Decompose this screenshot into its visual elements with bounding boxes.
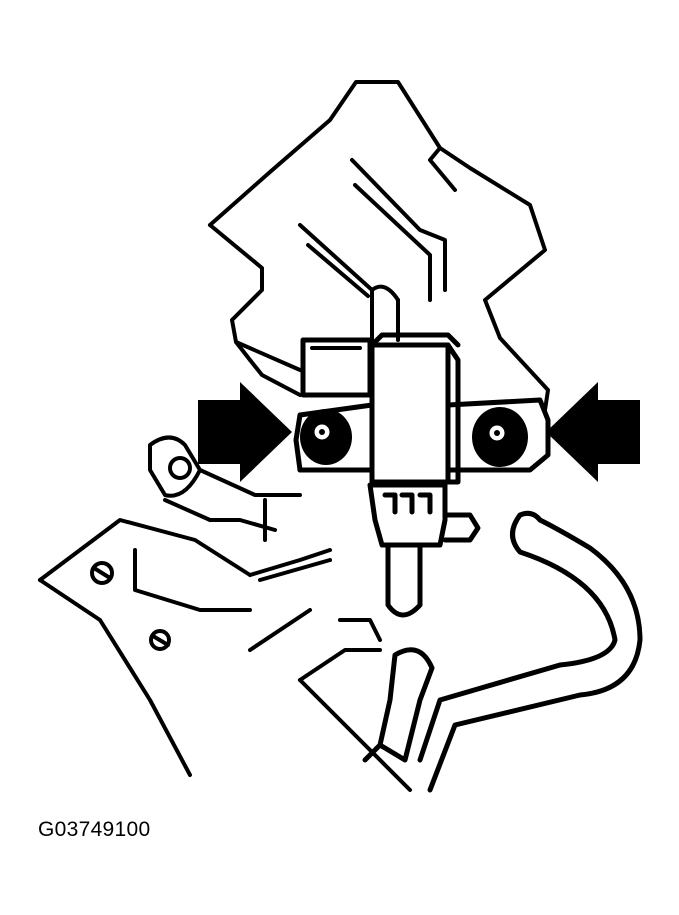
upper-housing: [208, 80, 550, 412]
electrical-connector: [300, 337, 373, 398]
mounting-bracket: [293, 397, 551, 473]
left-mounting-bolt: [300, 409, 352, 465]
mounting-plate: [38, 435, 412, 792]
vacuum-tube-upper: [370, 284, 400, 342]
plate-fastener-upper: [90, 561, 114, 585]
lower-fitting: [367, 482, 481, 618]
lower-hose: [362, 647, 435, 763]
arrow-right-icon: [198, 382, 292, 482]
right-mounting-bolt: [472, 407, 528, 467]
solenoid-valve-body: [369, 332, 461, 485]
vacuum-hose: [417, 510, 643, 793]
plate-fastener-lower: [149, 629, 171, 651]
figure-id-code: G03749100: [38, 818, 151, 841]
left-stud: [168, 456, 192, 480]
arrow-left-icon: [546, 382, 640, 482]
